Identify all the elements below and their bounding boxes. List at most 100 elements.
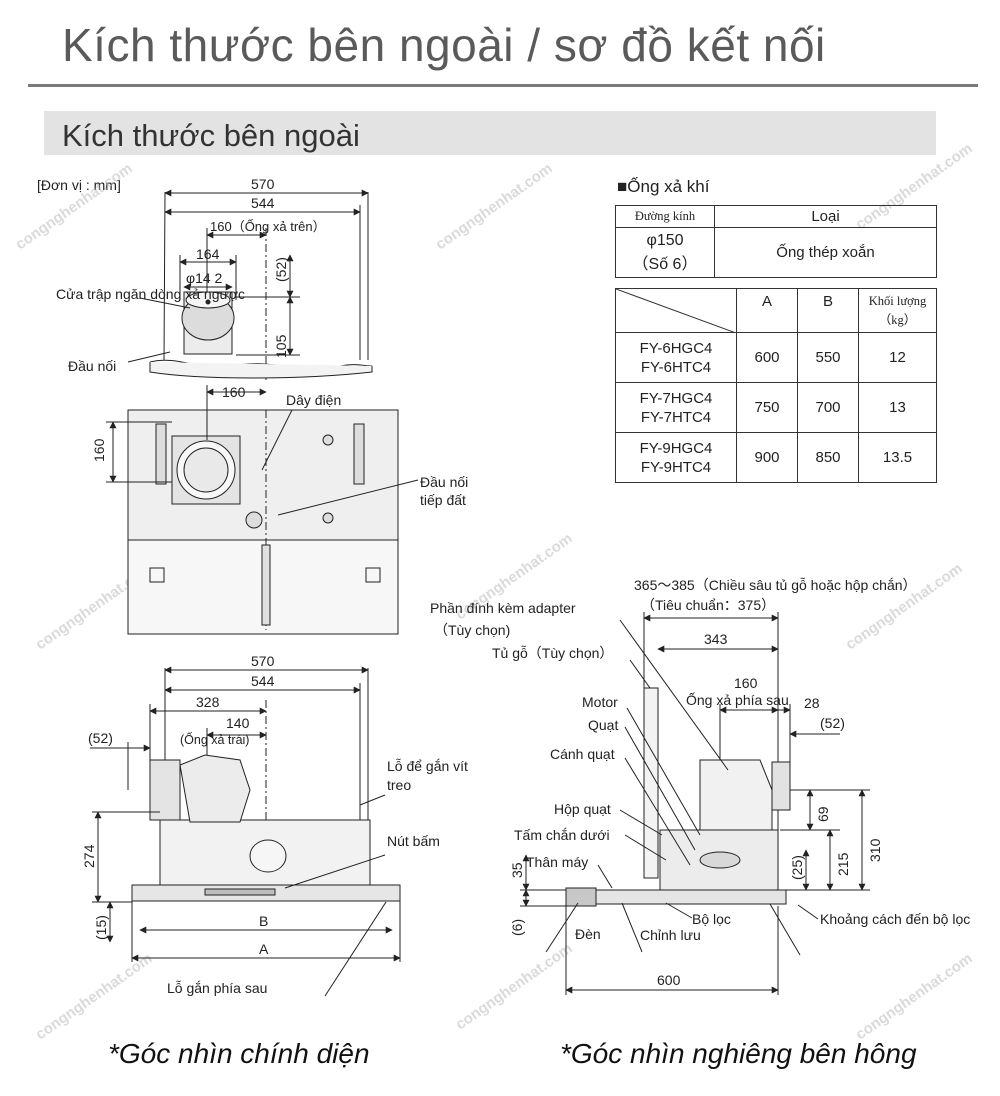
- model-name: FY-6HGC4: [639, 339, 713, 357]
- duct-col-type: Loại: [714, 205, 937, 228]
- label-adapter: Phần đính kèm adapter: [430, 600, 576, 616]
- label-lamp: Đèn: [575, 926, 601, 942]
- caption-front-view: *Góc nhìn chính diện: [108, 1038, 370, 1069]
- model-header-weight: Khối lượng （kg）: [858, 288, 937, 333]
- value-b: 850: [797, 432, 859, 483]
- label-fan-box: Hộp quạt: [554, 801, 611, 817]
- dim-544-front: 544: [251, 673, 275, 689]
- dim-52-side: (52): [820, 715, 845, 731]
- dim-depth-side: 365～385（Chiều sâu tủ gỗ hoặc hộp chắn）: [634, 577, 917, 593]
- value-a: 900: [736, 432, 798, 483]
- model-table: A B Khối lượng （kg） FY-6HGC4 FY-6HTC4 60…: [615, 288, 937, 483]
- label-motor: Motor: [582, 694, 618, 710]
- dim-274-front: 274: [81, 844, 97, 868]
- dim-544-top: 544: [251, 195, 275, 211]
- watermark-text: congnghenhat.com: [853, 950, 976, 1043]
- duct-table: Đường kính Loại φ150 （Số 6） Ống thép xoắ…: [615, 205, 937, 278]
- label-ground-terminal: Đầu nối tiếp đất: [420, 474, 469, 508]
- label-rear-mount-hole: Lỗ gắn phía sau: [167, 980, 268, 996]
- value-weight: 13: [858, 382, 937, 433]
- label-adapter-optional: （Tùy chọn): [434, 622, 511, 638]
- table-row: FY-9HGC4 FY-9HTC4 900 850 13.5: [615, 432, 937, 483]
- dim-160-plan-v: 160: [91, 438, 107, 462]
- top-view: [127, 189, 373, 380]
- side-view: [520, 612, 870, 995]
- label-wood-cabinet: Tủ gỗ（Tùy chọn）: [492, 645, 614, 661]
- dim-6-side: (6): [509, 919, 525, 936]
- dim-343-side: 343: [704, 631, 728, 647]
- dim-160-side: 160: [734, 675, 758, 691]
- caption-side-view: *Góc nhìn nghiêng bên hông: [560, 1038, 917, 1069]
- dim-depth-standard: （Tiêu chuẩn：375）: [641, 597, 775, 613]
- label-bottom-shield: Tấm chắn dưới: [514, 827, 610, 843]
- unit-label: [Đơn vị : mm]: [37, 177, 121, 193]
- watermark-text: congnghenhat.com: [453, 940, 576, 1033]
- model-cell: FY-6HGC4 FY-6HTC4: [615, 332, 737, 383]
- front-view: [90, 666, 401, 997]
- value-b: 700: [797, 382, 859, 433]
- label-adjuster: Chỉnh lưu: [640, 927, 701, 943]
- duct-col-diameter: Đường kính: [615, 205, 715, 228]
- dim-160-top: 160（Ống xả trên）: [210, 219, 326, 234]
- watermark-text: congnghenhat.com: [13, 160, 136, 253]
- dim-310-side: 310: [867, 838, 883, 862]
- dim-328-front: 328: [196, 694, 220, 710]
- dim-160-side-note: Ống xả phía sau: [686, 691, 789, 708]
- dim-570-front: 570: [251, 653, 275, 669]
- model-header-b: B: [797, 288, 859, 333]
- label-body: Thân máy: [526, 854, 589, 870]
- table-row: FY-7HGC4 FY-7HTC4 750 700 13: [615, 382, 937, 433]
- duct-diameter-value: φ150: [646, 231, 684, 249]
- label-filter-distance: Khoảng cách đến bộ lọc: [820, 911, 971, 927]
- dim-b-front: B: [259, 913, 268, 929]
- value-a: 750: [736, 382, 798, 433]
- value-weight: 13.5: [858, 432, 937, 483]
- value-b: 550: [797, 332, 859, 383]
- model-cell: FY-7HGC4 FY-7HTC4: [615, 382, 737, 433]
- dim-69-side: 69: [815, 806, 831, 822]
- watermark-text: congnghenhat.com: [843, 560, 966, 653]
- table-row: FY-6HGC4 FY-6HTC4 600 550 12: [615, 332, 937, 383]
- label-fan-blade: Cánh quạt: [550, 746, 615, 762]
- model-header-weight-label: Khối lượng: [868, 293, 927, 308]
- value-weight: 12: [858, 332, 937, 383]
- dim-140-note: (Ống xả trái): [180, 732, 249, 747]
- watermark-text: congnghenhat.com: [433, 160, 556, 253]
- model-header-weight-unit: （kg）: [878, 312, 917, 327]
- label-connector: Đầu nối: [68, 358, 117, 374]
- page-title: Kích thước bên ngoài / sơ đồ kết nối: [62, 19, 826, 71]
- section-title: Kích thước bên ngoài: [62, 118, 360, 153]
- model-name: FY-7HGC4: [639, 389, 713, 407]
- dim-160-plan-h: 160: [222, 384, 246, 400]
- model-name: FY-9HTC4: [640, 458, 712, 476]
- duct-diameter-note: （Số 6）: [632, 255, 698, 273]
- model-cell: FY-9HGC4 FY-9HTC4: [615, 432, 737, 483]
- duct-table-title: ■Ống xả khí: [617, 177, 710, 196]
- dim-215-side: 215: [835, 852, 851, 876]
- model-header-a: A: [736, 288, 798, 333]
- dim-28-side: 28: [804, 695, 820, 711]
- label-filter: Bộ lọc: [692, 911, 731, 927]
- duct-type-value: Ống thép xoắn: [714, 227, 937, 278]
- label-fan: Quạt: [588, 717, 619, 733]
- dim-15-front: (15): [93, 915, 109, 940]
- model-name: FY-6HTC4: [640, 358, 712, 376]
- duct-diameter-cell: φ150 （Số 6）: [615, 227, 715, 278]
- value-a: 600: [736, 332, 798, 383]
- label-hanging-screw-hole: Lỗ để gắn vít treo: [387, 758, 468, 793]
- dim-164-top: 164: [196, 246, 220, 262]
- dim-a-front: A: [259, 941, 269, 957]
- model-name: FY-9HGC4: [639, 439, 713, 457]
- label-power-wire: Dây điện: [286, 392, 342, 408]
- dim-570-top: 570: [251, 176, 275, 192]
- watermark-text: congnghenhat.com: [33, 950, 156, 1043]
- plan-view: [106, 385, 419, 635]
- dim-35-side: 35: [509, 862, 525, 878]
- dim-105-top: 105: [273, 334, 289, 358]
- dim-25-side: (25): [789, 855, 805, 880]
- dim-phi142: φ14 2: [186, 270, 223, 286]
- title-divider: [28, 84, 978, 87]
- dim-140-front: 140: [226, 715, 250, 731]
- section-header-bar: [44, 111, 936, 155]
- label-backflow-shutter: Cửa trập ngăn dòng xả ngược: [56, 286, 246, 302]
